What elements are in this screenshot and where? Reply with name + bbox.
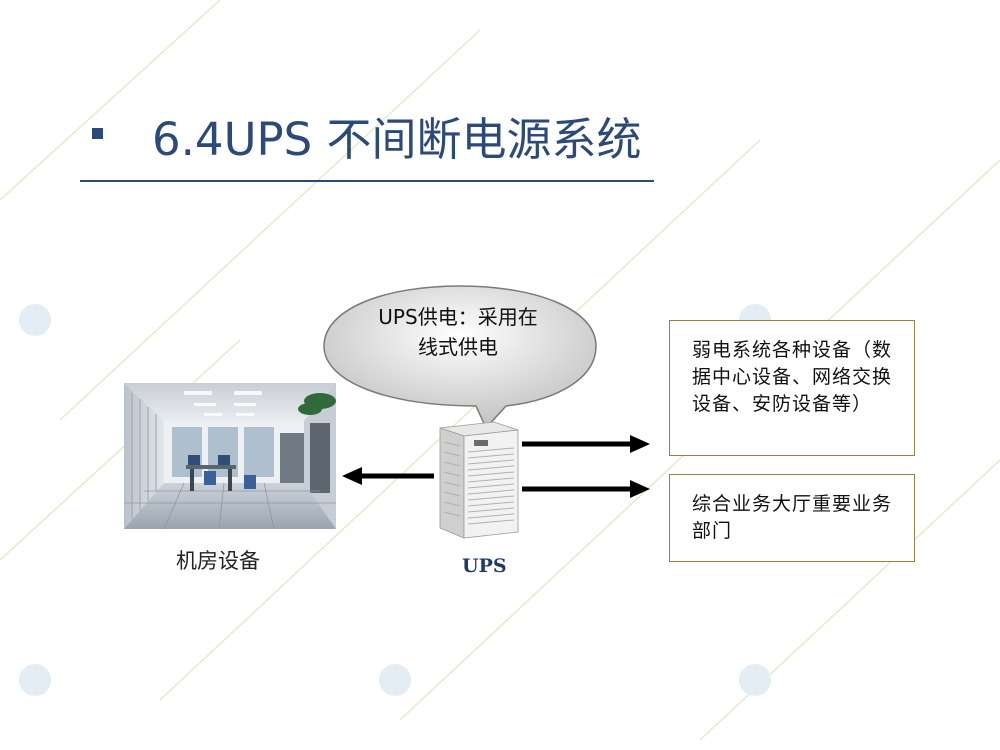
server-room-label: 机房设备 — [176, 549, 260, 573]
arrow-to-server-room — [342, 467, 434, 485]
business-hall-box: 综合业务大厅重要业务部门 — [669, 474, 915, 562]
bubble-text: UPS供电：采用在 线式供电 — [338, 302, 578, 362]
server-room-image — [124, 383, 336, 529]
slide-title: 6.4UPS 不间断电源系统 — [152, 113, 642, 166]
bubble-line-2: 线式供电 — [418, 335, 498, 359]
arrow-to-weak-current-box — [522, 435, 650, 453]
title-bullet — [92, 128, 103, 139]
bubble-line-1: UPS供电：采用在 — [378, 305, 538, 329]
ups-cabinet-image — [439, 421, 519, 539]
weak-current-equipment-box: 弱电系统各种设备（数据中心设备、网络交换设备、安防设备等） — [669, 320, 915, 456]
ups-label: UPS — [462, 555, 507, 577]
title-underline — [80, 180, 654, 182]
arrow-to-business-hall-box — [522, 480, 650, 498]
